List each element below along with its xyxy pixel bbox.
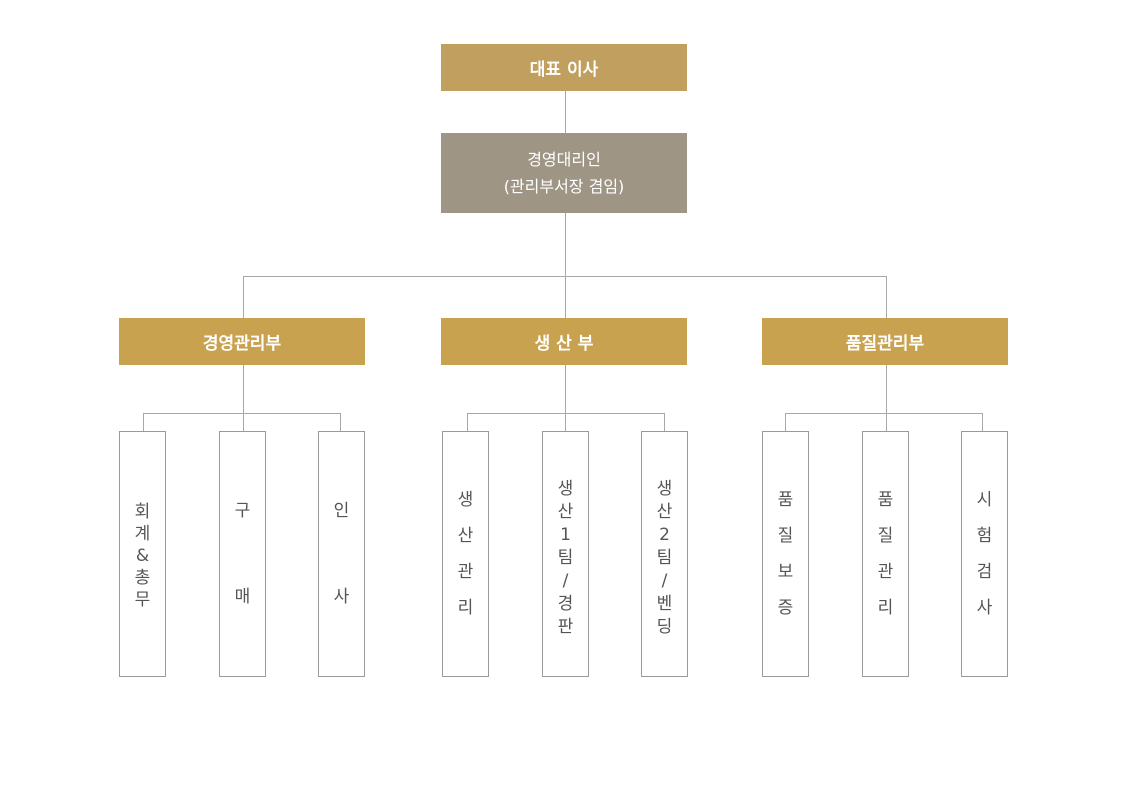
team-label-char: / (562, 571, 569, 591)
team-label-char: 사 (333, 587, 350, 607)
team-label-char: 1 (560, 525, 571, 545)
department-label: 품질관리부 (845, 334, 925, 354)
department-production: 생 산 부 (441, 318, 687, 365)
team-label-char: 무 (134, 590, 151, 610)
team-label-char: 생 (557, 479, 574, 499)
team-label-char: 관 (457, 562, 474, 582)
team-label-char: 벤 (656, 594, 673, 614)
team-label-char: 팀 (656, 548, 673, 568)
team-label-char: 산 (457, 526, 474, 546)
deputy-line1: 경영대리인 (527, 150, 601, 169)
team-label-char: 질 (877, 526, 894, 546)
deputy-line2: (관리부서장 겸임) (503, 177, 625, 196)
team-label-char: 생 (656, 479, 673, 499)
connector-ceo-deputy (565, 91, 566, 133)
department-label: 생 산 부 (534, 334, 594, 354)
connector-dept3-team1 (785, 413, 786, 431)
team-label-char: 생 (457, 490, 474, 510)
connector-dept2-horizontal (467, 413, 665, 414)
connector-dept3-down (886, 365, 887, 431)
connector-dept2-down (565, 365, 566, 431)
team-label-char: 산 (656, 502, 673, 522)
team-label-char: & (135, 546, 150, 566)
connector-dept3-team3 (982, 413, 983, 431)
team-label-char: 검 (976, 562, 993, 582)
team-label-char: 총 (134, 568, 151, 588)
connector-deputy-down (565, 213, 566, 276)
team-label-char: 팀 (557, 548, 574, 568)
team-label-char: 판 (557, 617, 574, 637)
department-management: 경영관리부 (119, 318, 365, 365)
connector-dept1-down (243, 365, 244, 431)
team-label-char: 험 (976, 526, 993, 546)
team-label-char: 딩 (656, 617, 673, 637)
team-label-char: / (661, 571, 668, 591)
team-label-char: 품 (877, 490, 894, 510)
ceo-label: 대표 이사 (529, 60, 599, 80)
department-quality: 품질관리부 (762, 318, 1008, 365)
team-label-char: 산 (557, 502, 574, 522)
connector-dept2-team1 (467, 413, 468, 431)
team-label-char: 보 (777, 562, 794, 582)
team-label-char: 시 (976, 490, 993, 510)
ceo-box: 대표 이사 (441, 44, 687, 91)
connector-dept1-team3 (340, 413, 341, 431)
team-label-char: 관 (877, 562, 894, 582)
team-label-char: 매 (234, 587, 251, 607)
team-label-char: 리 (877, 598, 894, 618)
team-label-char: 증 (777, 598, 794, 618)
connector-dept2-team3 (664, 413, 665, 431)
team-label-char: 품 (777, 490, 794, 510)
team-label-char: 회 (134, 502, 151, 522)
connector-dept3-horizontal (785, 413, 983, 414)
connector-dept-3 (886, 276, 887, 318)
team-label-char: 계 (134, 524, 151, 544)
team-label-char: 질 (777, 526, 794, 546)
department-label: 경영관리부 (202, 334, 282, 354)
connector-dept1-horizontal (143, 413, 341, 414)
team-label-char: 구 (234, 501, 251, 521)
connector-dept-2 (565, 276, 566, 318)
deputy-box: 경영대리인 (관리부서장 겸임) (441, 133, 687, 213)
connector-dept1-team1 (143, 413, 144, 431)
team-label-char: 2 (659, 525, 670, 545)
team-label-char: 사 (976, 598, 993, 618)
team-label-char: 경 (557, 594, 574, 614)
team-label-char: 리 (457, 598, 474, 618)
connector-dept-1 (243, 276, 244, 318)
team-label-char: 인 (333, 501, 350, 521)
